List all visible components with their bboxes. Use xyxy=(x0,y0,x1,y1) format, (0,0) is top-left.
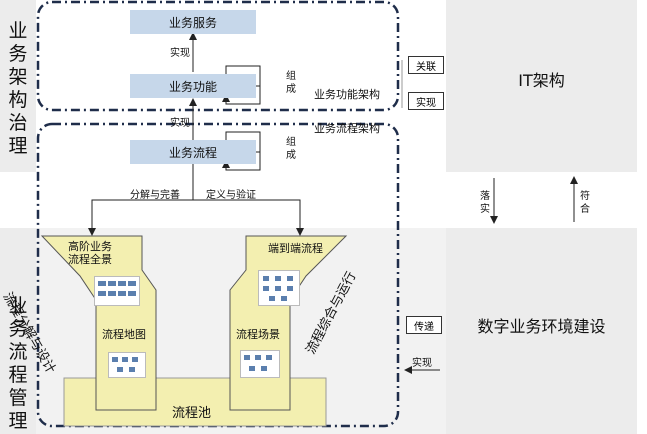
split-label: 分解与完善 xyxy=(130,190,180,201)
realize-label-2: 实现 xyxy=(170,118,190,129)
realize-label-1: 实现 xyxy=(170,48,190,59)
transfer-box: 传递 xyxy=(406,316,442,334)
left-band-bottom xyxy=(0,228,36,434)
left-thumbnail-bottom xyxy=(108,352,146,378)
left-title: 高阶业务流程全景 xyxy=(68,240,112,266)
right-thumbnail-top xyxy=(258,270,300,306)
process-map-label: 流程地图 xyxy=(102,328,146,341)
realize-box: 实现 xyxy=(408,92,444,110)
process-architecture-caption: 业务流程架构 xyxy=(314,122,380,135)
function-architecture-caption: 业务功能架构 xyxy=(314,88,380,101)
digital-environment-title: 数字业务环境建设 xyxy=(477,317,606,336)
define-label: 定义与验证 xyxy=(206,190,256,201)
left-band-top xyxy=(0,0,36,172)
governance-label: 业务架构治理 xyxy=(8,20,28,157)
right-thumbnail-bottom xyxy=(240,350,280,378)
compose-label-2: 组成 xyxy=(286,137,296,161)
it-panel xyxy=(446,0,637,172)
business-process-node: 业务流程 xyxy=(130,140,256,164)
process-pool-label: 流程池 xyxy=(172,406,212,421)
business-function-node: 业务功能 xyxy=(130,74,256,98)
realize-label-3: 实现 xyxy=(412,358,432,369)
land-label: 落实 xyxy=(480,191,490,215)
right-title: 端到端流程 xyxy=(268,242,323,255)
left-thumbnail-top xyxy=(94,276,140,306)
it-architecture-title: IT架构 xyxy=(518,71,565,90)
business-service-node: 业务服务 xyxy=(130,10,256,34)
digital-panel xyxy=(446,228,637,434)
match-label: 符合 xyxy=(580,191,590,215)
process-scene-label: 流程场景 xyxy=(236,328,280,341)
compose-label-1: 组成 xyxy=(286,71,296,95)
process-management-label: 业务流程管理 xyxy=(8,295,28,432)
relate-box: 关联 xyxy=(408,56,444,74)
